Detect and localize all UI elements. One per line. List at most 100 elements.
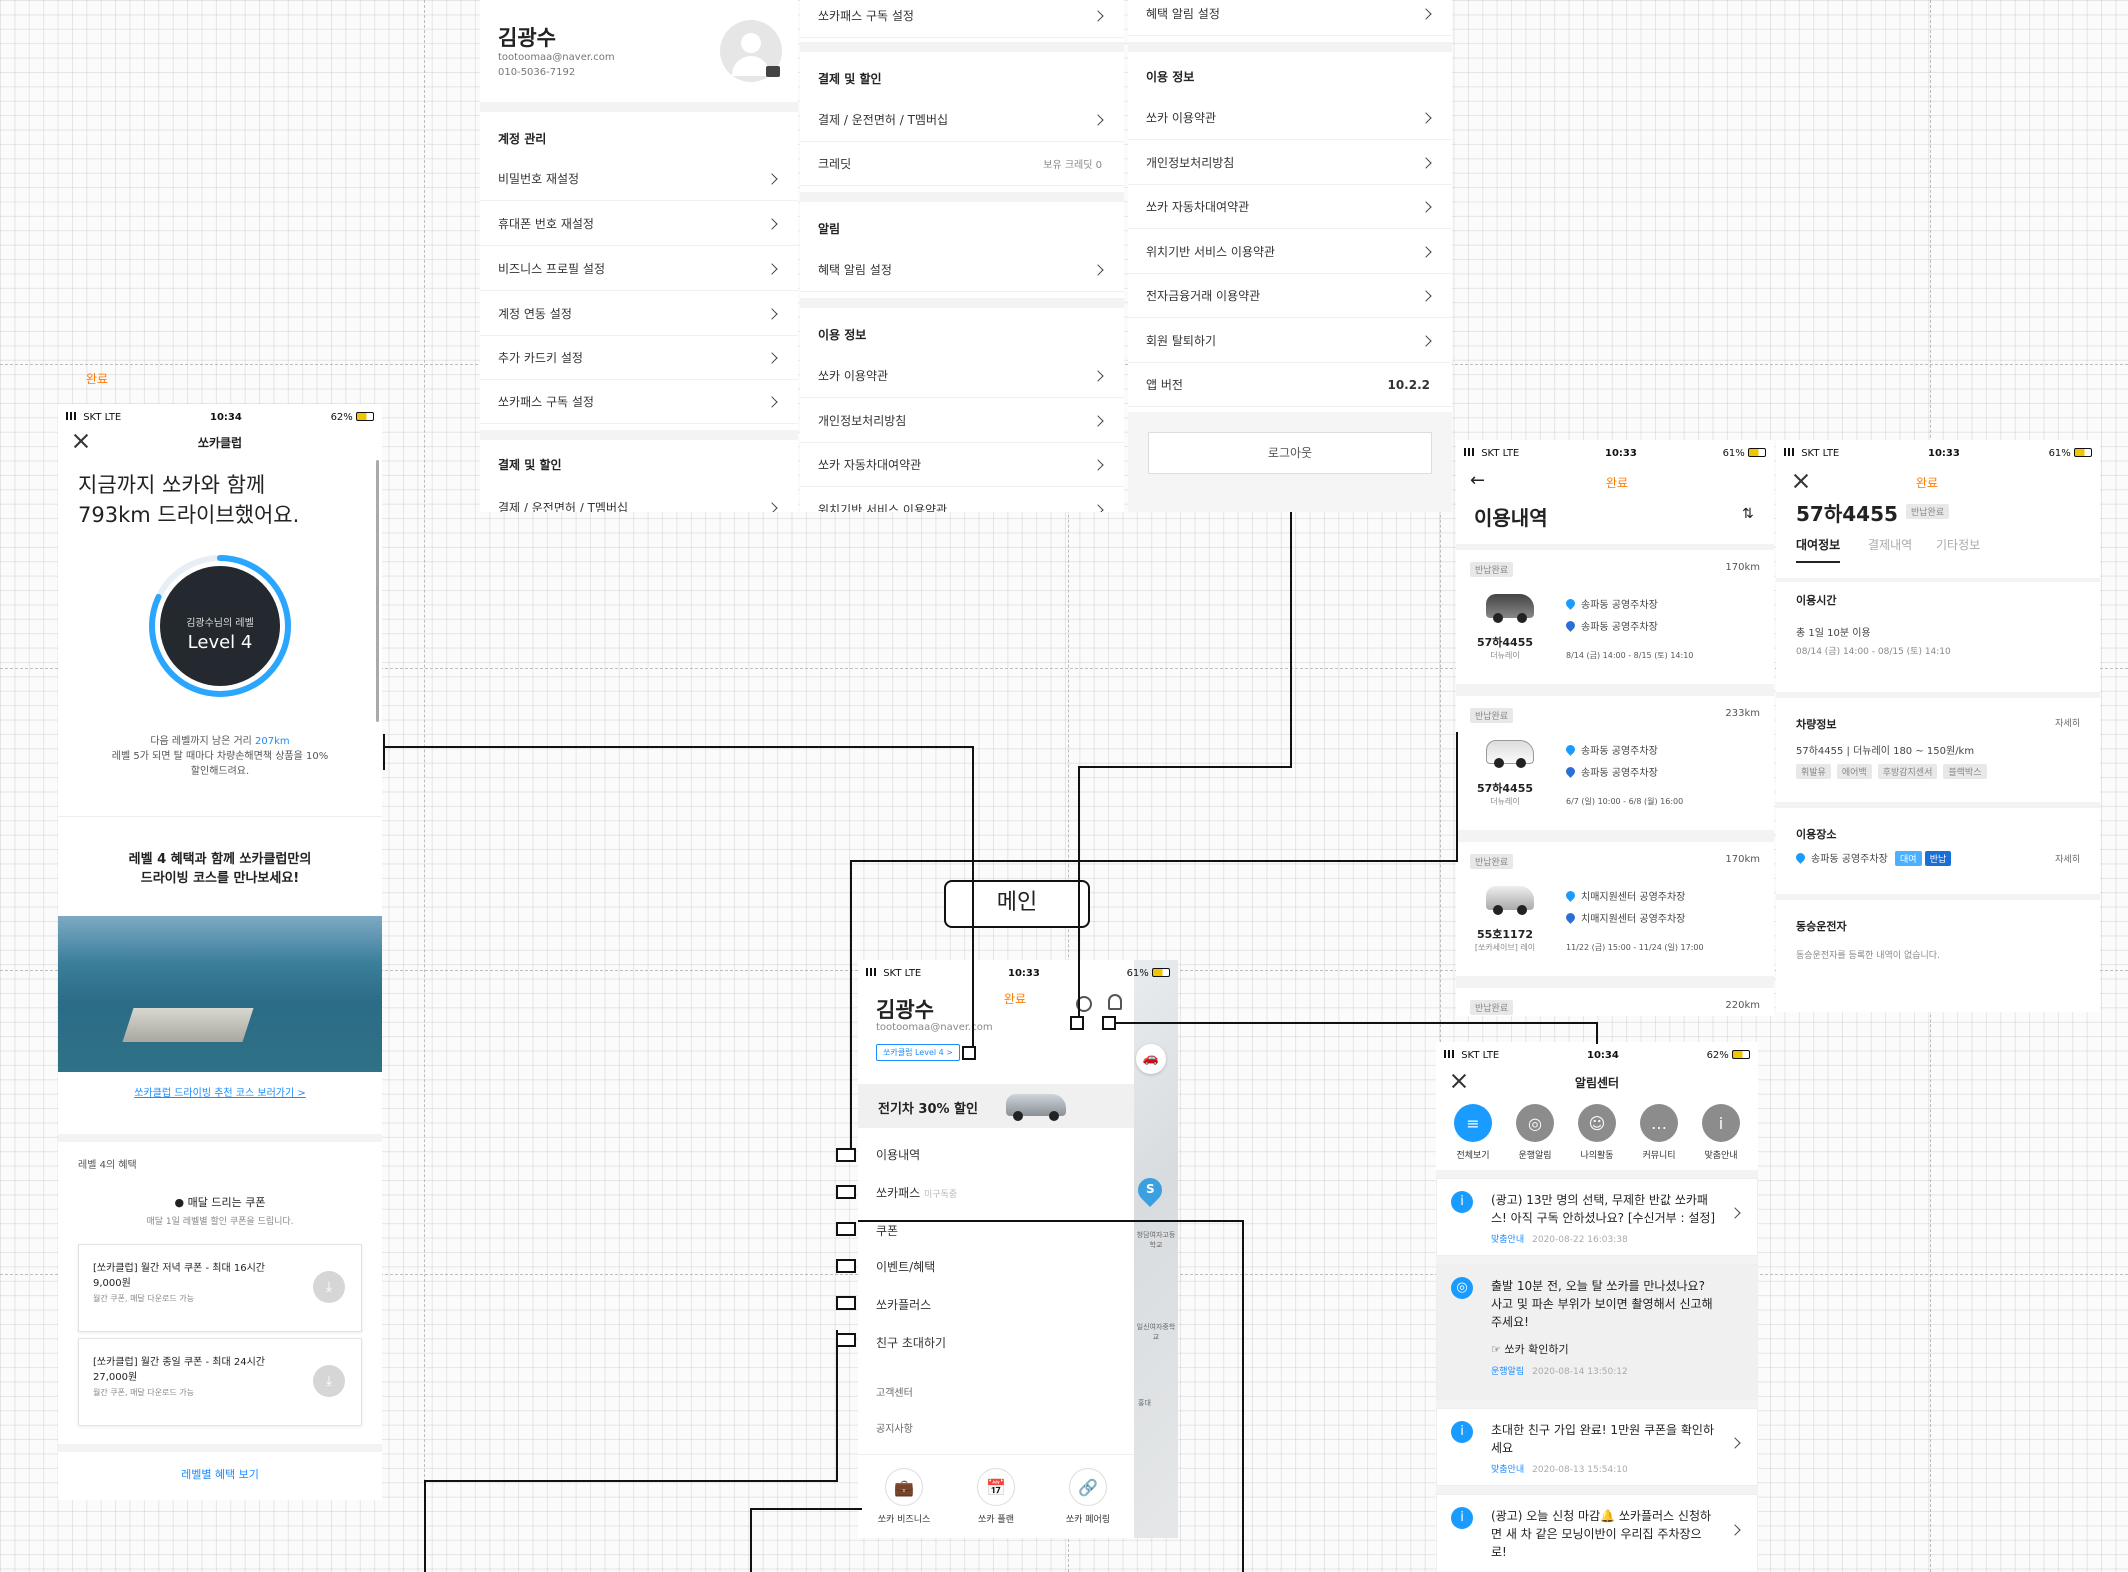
menu-row[interactable]: 비밀번호 재설정 (480, 157, 798, 201)
detail-link[interactable]: 자세히 (2055, 719, 2080, 729)
history-card[interactable]: 반납완료 170km 57하4455 더뉴레이 송파동 공영주차장 송파동 공영… (1456, 550, 1774, 694)
menu-row[interactable]: 쏘카 자동차대여약관 (1128, 185, 1452, 229)
tab-activity[interactable]: ☺나의활동 (1566, 1104, 1628, 1161)
menu-row[interactable]: 결제 / 운전면허 / T멤버십 (800, 98, 1124, 142)
history-card[interactable]: 반납완료 233km 57하4455 더뉴레이 송파동 공영주차장 송파동 공영… (1456, 696, 1774, 840)
hotspot-usage-history[interactable] (836, 1148, 856, 1162)
tab-community[interactable]: …커뮤니티 (1628, 1104, 1690, 1161)
hotspot-invite[interactable] (836, 1333, 856, 1347)
menu-row[interactable]: 혜택 알림 설정 (800, 248, 1124, 292)
guide-line (0, 668, 2128, 669)
menu-notice[interactable]: 공지사항 (876, 1424, 913, 1435)
socar-pairing-button[interactable]: 🔗쏘카 페어링 (1056, 1468, 1120, 1525)
history-card[interactable]: 반납완료 220km (1456, 988, 1774, 1016)
download-icon[interactable]: ⤓ (313, 1365, 345, 1397)
download-icon[interactable]: ⤓ (313, 1271, 345, 1303)
car-location-icon[interactable]: 🚗 (1136, 1044, 1166, 1074)
notification-item[interactable]: i (광고) 오늘 신청 마감🔔 쏘카플러스 신청하면 새 차 같은 모닝이반이… (1436, 1494, 1758, 1572)
car-model: [쏘카세이브] 레이 (1474, 943, 1536, 952)
level-progress-ring (149, 555, 291, 697)
status-badge: 반납완료 (1906, 504, 1950, 519)
menu-row[interactable]: 결제 / 운전면허 / T멤버십 (480, 486, 798, 512)
menu-socar-pass[interactable]: 쏘카패스 미구독중 (876, 1186, 958, 1200)
avatar[interactable] (720, 20, 782, 82)
tab-driving[interactable]: ◎운행알림 (1504, 1104, 1566, 1161)
logout-button[interactable]: 로그아웃 (1148, 432, 1432, 474)
activity-icon: ☺ (1578, 1104, 1616, 1142)
notification-item[interactable]: ◎ 출발 10분 전, 오늘 탈 쏘카를 만나셨나요? 사고 및 파손 부위가 … (1436, 1264, 1758, 1400)
club-level-badge[interactable]: 쏘카클럽 Level 4 > (876, 1044, 960, 1061)
hotspot-socar-pass[interactable] (836, 1185, 856, 1199)
course-link[interactable]: 쏘카클럽 드라이빙 추천 코스 보러가기 > (134, 1088, 306, 1099)
menu-row-label: 쏘카 이용약관 (818, 369, 889, 383)
socar-business-button[interactable]: 💼쏘카 비즈니스 (872, 1468, 936, 1525)
hotspot-socar-plus[interactable] (836, 1296, 856, 1310)
car-plate-title: 57하4455 (1796, 502, 1898, 526)
menu-row[interactable]: 쏘카 이용약관 (1128, 96, 1452, 140)
socar-plan-button[interactable]: 📅쏘카 플랜 (964, 1468, 1028, 1525)
menu-coupon[interactable]: 쿠폰 (876, 1224, 899, 1238)
menu-row[interactable]: 위치기반 서비스 이용약관 (800, 488, 1124, 512)
hotspot-gear[interactable] (1070, 1016, 1084, 1030)
start-location: 송파동 공영주차장 (1581, 746, 1658, 757)
hotspot-bell[interactable] (1102, 1016, 1116, 1030)
menu-row[interactable]: 개인정보처리방침 (1128, 141, 1452, 185)
menu-usage-history[interactable]: 이용내역 (876, 1148, 921, 1162)
hotspot-coupon[interactable] (836, 1222, 856, 1236)
end-location: 치매지원센터 공영주차장 (1581, 914, 1686, 925)
section-title: 이용장소 (1796, 828, 1837, 841)
chevron-right-icon (766, 307, 778, 320)
close-icon[interactable] (1792, 472, 1810, 490)
menu-row[interactable]: 쏘카패스 구독 설정 (480, 380, 798, 424)
tab-all[interactable]: ≡전체보기 (1442, 1104, 1504, 1161)
flow-connector (750, 1508, 752, 1572)
tab-rental-info[interactable]: 대여정보 (1796, 536, 1841, 563)
hotspot-event[interactable] (836, 1259, 856, 1273)
camera-icon[interactable] (766, 66, 780, 77)
menu-row[interactable]: 개인정보처리방침 (800, 399, 1124, 443)
history-card[interactable]: 반납완료 170km 55호1172 [쏘카세이브] 레이 치매지원센터 공영주… (1456, 842, 1774, 986)
distance: 220km (1725, 1000, 1760, 1011)
notification-item[interactable]: i (광고) 13만 명의 선택, 무제한 반값 쏘카패스! 아직 구독 안하셨… (1436, 1178, 1758, 1256)
menu-row[interactable]: 계정 연동 설정 (480, 292, 798, 336)
menu-row[interactable]: 혜택 알림 설정 (1128, 0, 1452, 36)
back-arrow-icon[interactable]: ← (1470, 470, 1486, 491)
level-benefit-link[interactable]: 레벨별 혜택 보기 (181, 1468, 259, 1481)
menu-event[interactable]: 이벤트/혜택 (876, 1260, 936, 1274)
chevron-right-icon (1420, 334, 1432, 347)
chevron-right-icon (1092, 113, 1104, 126)
hotspot-level-badge[interactable] (962, 1046, 976, 1060)
menu-row[interactable]: 휴대폰 번호 재설정 (480, 202, 798, 246)
menu-row[interactable]: 추가 카드키 설정 (480, 336, 798, 380)
menu-invite[interactable]: 친구 초대하기 (876, 1336, 947, 1350)
menu-row[interactable]: 쏘카 이용약관 (800, 354, 1124, 398)
flow-connector (383, 734, 385, 770)
map-background[interactable]: 🚗 S 청담여자고등학교 일신여자중학교 홍대 (1133, 960, 1178, 1538)
level-value: Level 4 (187, 632, 253, 653)
menu-row[interactable]: 비즈니스 프로필 설정 (480, 247, 798, 291)
gear-icon[interactable] (1076, 996, 1092, 1012)
menu-socar-plus[interactable]: 쏘카플러스 (876, 1298, 932, 1312)
ev-discount-banner[interactable]: 전기차 30% 할인 (858, 1084, 1134, 1128)
driving-course-image[interactable] (58, 916, 382, 1072)
menu-row[interactable]: 전자금융거래 이용약관 (1128, 274, 1452, 318)
menu-row-label: 개인정보처리방침 (1146, 156, 1235, 170)
tab-etc[interactable]: 기타정보 (1936, 538, 1981, 552)
menu-row[interactable]: 쏘카패스 구독 설정 (800, 0, 1124, 38)
place-tag: 반납 (1924, 851, 1952, 866)
menu-row[interactable]: 쏘카 자동차대여약관 (800, 443, 1124, 487)
menu-row[interactable]: 위치기반 서비스 이용약관 (1128, 230, 1452, 274)
detail-link[interactable]: 자세히 (2055, 855, 2080, 865)
scrollbar[interactable] (376, 460, 379, 722)
filter-icon[interactable]: ⇅ (1742, 506, 1754, 522)
bell-icon[interactable] (1108, 994, 1122, 1010)
steering-wheel-icon: ◎ (1516, 1104, 1554, 1142)
notification-link[interactable]: ☞ 쏘카 확인하기 (1491, 1343, 1569, 1356)
menu-customer-center[interactable]: 고객센터 (876, 1388, 913, 1399)
tab-payment[interactable]: 결제내역 (1868, 538, 1913, 552)
menu-row[interactable]: 회원 탈퇴하기 (1128, 319, 1452, 363)
